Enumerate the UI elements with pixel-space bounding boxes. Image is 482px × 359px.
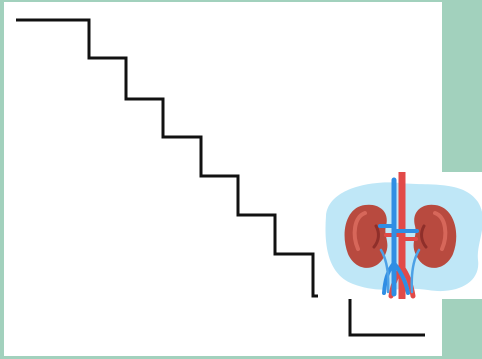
kidneys-icon	[318, 172, 482, 299]
kidneys-illustration	[318, 172, 482, 299]
